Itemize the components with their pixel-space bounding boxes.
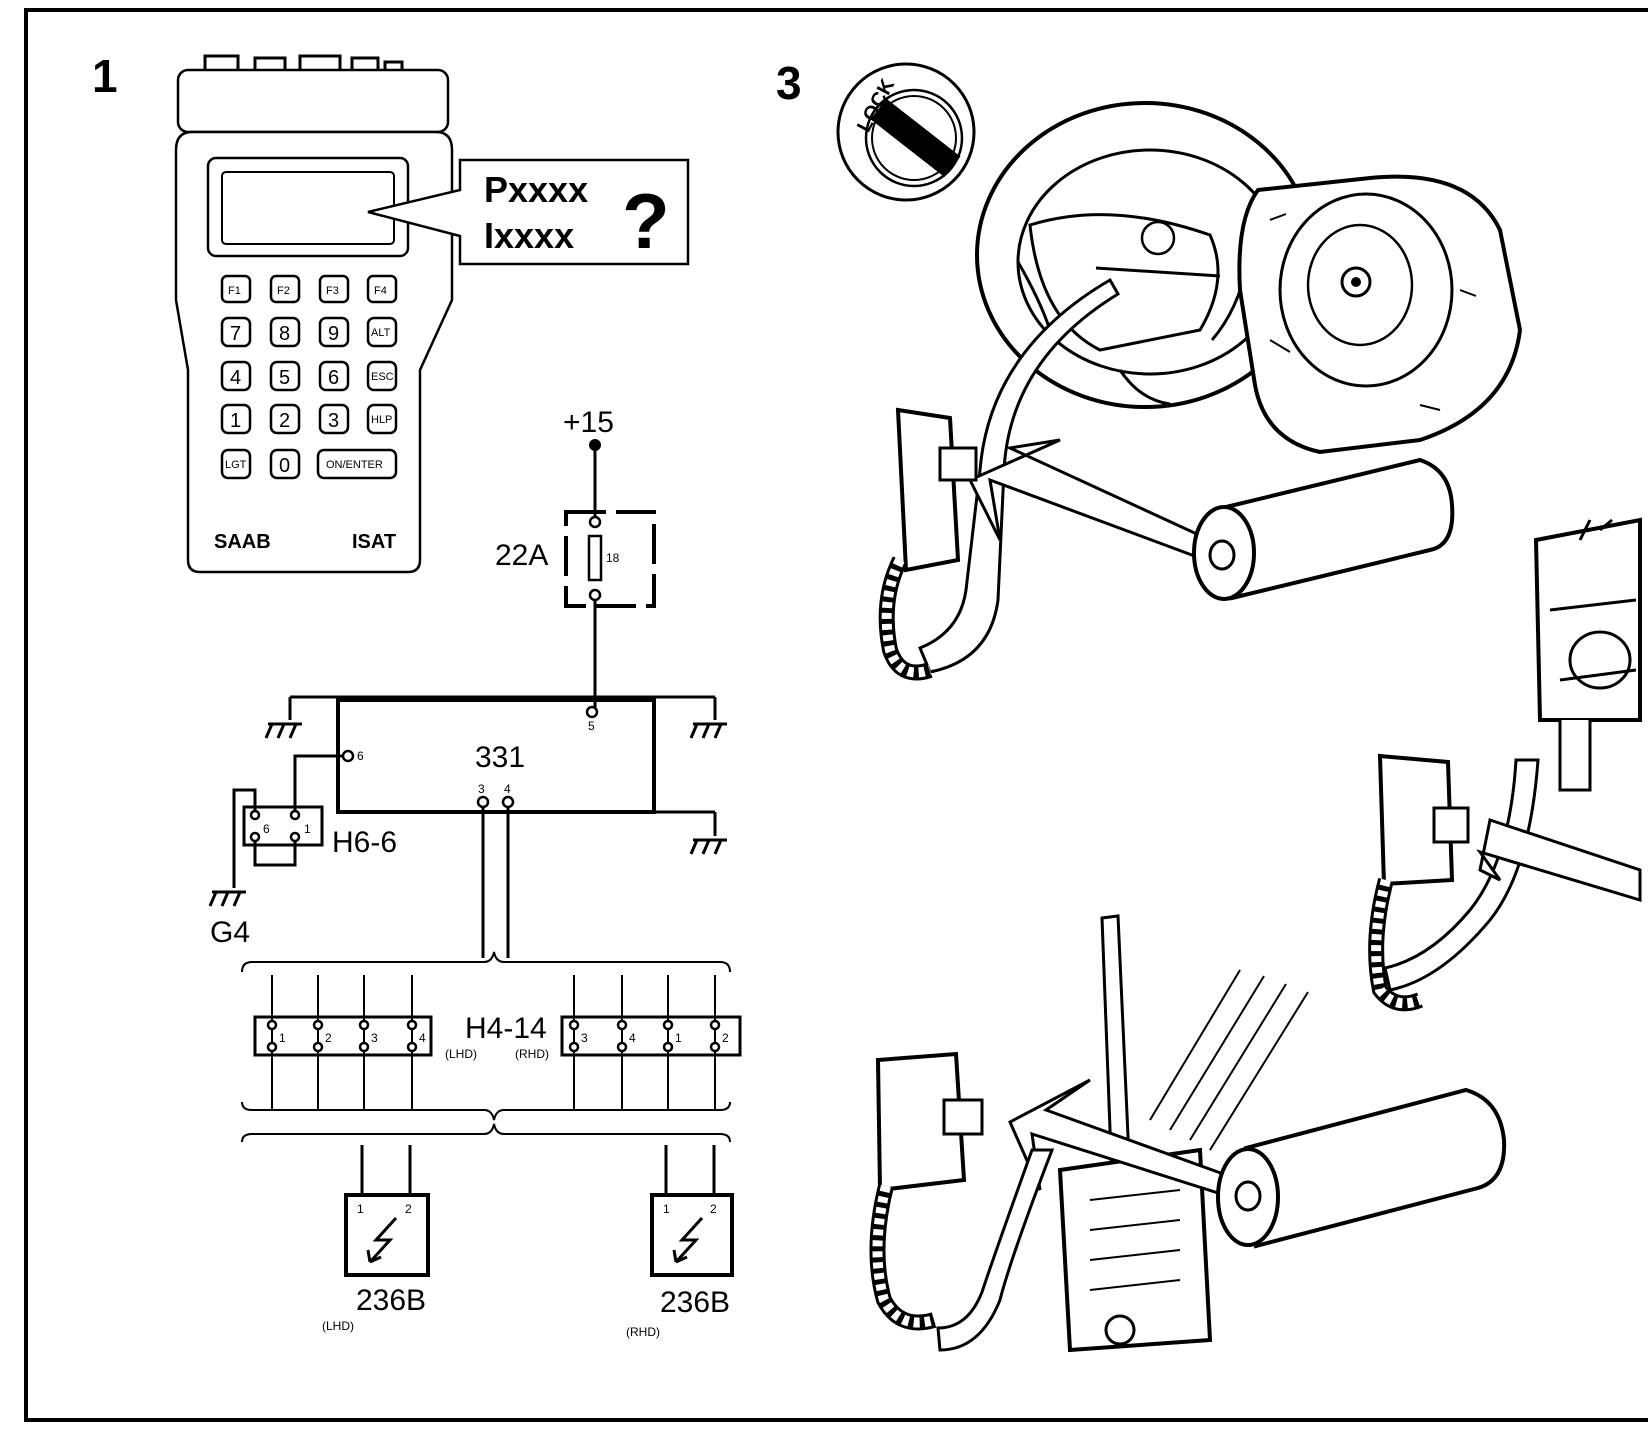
h4-rhd-pin-1: 1 bbox=[675, 1031, 682, 1045]
key-5: 5 bbox=[279, 367, 290, 389]
connector-h4-label: H4-14 bbox=[465, 1012, 547, 1045]
display-callout: Pxxxx Ixxxx ? bbox=[367, 158, 690, 266]
plug-lower bbox=[869, 1051, 984, 1331]
panel-number-1: 1 bbox=[92, 50, 118, 102]
airbag-rhd-box bbox=[650, 1193, 734, 1277]
cylinder-upper bbox=[1192, 457, 1455, 601]
key-9: 9 bbox=[328, 323, 339, 345]
key-3: 3 bbox=[328, 410, 339, 432]
h6-pin-1: 1 bbox=[304, 822, 311, 836]
h4-rhd-pins: 3 4 1 2 bbox=[568, 975, 729, 1110]
airbag-lhd-label: 236B bbox=[356, 1284, 426, 1317]
page-frame bbox=[24, 8, 1648, 1422]
h4-rhd-pin-4: 4 bbox=[629, 1031, 636, 1045]
airbag-lhd-box bbox=[344, 1193, 430, 1277]
module-label: 331 bbox=[475, 741, 525, 774]
key-f2: F2 bbox=[277, 285, 290, 297]
fuse-number: 18 bbox=[606, 551, 620, 565]
h4-lhd-pin-4: 4 bbox=[419, 1031, 426, 1045]
h4-lhd-tag: (LHD) bbox=[445, 1047, 477, 1061]
fuse-box-label: 22A bbox=[495, 539, 548, 572]
key-lgt: LGT bbox=[225, 459, 247, 471]
key-0: 0 bbox=[279, 455, 290, 477]
airbag-lhd-tag: (LHD) bbox=[322, 1319, 354, 1333]
connector-h6-label: H6-6 bbox=[332, 826, 397, 859]
airbag-rhd-pin-1: 1 bbox=[663, 1202, 670, 1216]
key-2: 2 bbox=[279, 410, 290, 432]
supply-label: +15 bbox=[563, 406, 614, 439]
h4-rhd-pin-3: 3 bbox=[581, 1031, 588, 1045]
plug-upper bbox=[878, 407, 978, 681]
key-1: 1 bbox=[230, 410, 241, 432]
display-line-i: Ixxxx bbox=[484, 215, 574, 256]
airbag-lhd-pin-2: 2 bbox=[405, 1202, 412, 1216]
fuse-box bbox=[564, 510, 656, 608]
ignition-lock-icon: LOCK bbox=[836, 62, 976, 202]
question-mark: ? bbox=[622, 177, 670, 265]
module-pin-5: 5 bbox=[588, 719, 595, 733]
key-7: 7 bbox=[230, 323, 241, 345]
display-line-p: Pxxxx bbox=[484, 169, 588, 210]
key-6: 6 bbox=[328, 367, 339, 389]
panel-number-3: 3 bbox=[776, 57, 802, 109]
h4-rhd-pin-2: 2 bbox=[722, 1031, 729, 1045]
steering-column-illustration bbox=[1057, 914, 1309, 1353]
h4-lhd-pins: 1 2 3 4 bbox=[266, 975, 426, 1110]
h4-rhd-tag: (RHD) bbox=[515, 1047, 549, 1061]
h4-lhd-pin-2: 2 bbox=[325, 1031, 332, 1045]
key-f1: F1 bbox=[228, 285, 241, 297]
key-f3: F3 bbox=[326, 285, 339, 297]
tester-keypad: F1 F2 F3 F4 7 8 9 ALT 4 5 6 ESC 1 bbox=[220, 274, 398, 480]
key-on-enter: ON/ENTER bbox=[326, 459, 383, 471]
isat-tester: F1 F2 F3 F4 7 8 9 ALT 4 5 6 ESC 1 bbox=[174, 54, 454, 574]
wiring-schematic: +15 22A 18 331 5 6 3 4 bbox=[208, 406, 742, 1339]
key-alt: ALT bbox=[371, 327, 391, 339]
connector-h6-6 bbox=[242, 805, 324, 847]
airbag-rhd-label: 236B bbox=[660, 1286, 730, 1319]
key-esc: ESC bbox=[371, 371, 394, 383]
module-pin-4: 4 bbox=[504, 782, 511, 796]
connector-h4-rhd bbox=[560, 1015, 742, 1057]
h4-lhd-pin-1: 1 bbox=[279, 1031, 286, 1045]
column-assembly-illustration bbox=[1533, 517, 1642, 792]
cylinder-lower bbox=[1216, 1087, 1507, 1249]
airbag-rhd-pin-2: 2 bbox=[710, 1202, 717, 1216]
ground-label: G4 bbox=[210, 916, 250, 949]
plug-middle bbox=[1368, 753, 1470, 1012]
h4-lhd-pin-3: 3 bbox=[371, 1031, 378, 1045]
airbag-lhd-bolt-icon bbox=[366, 1216, 398, 1264]
airbag-rhd-bolt-icon bbox=[672, 1216, 704, 1264]
key-hlp: HLP bbox=[371, 414, 392, 426]
brand-isat: ISAT bbox=[352, 531, 396, 553]
airbag-rhd-tag: (RHD) bbox=[626, 1325, 660, 1339]
key-8: 8 bbox=[279, 323, 290, 345]
module-pin-3: 3 bbox=[478, 782, 485, 796]
key-f4: F4 bbox=[374, 285, 387, 297]
airbag-module-illustration bbox=[1237, 174, 1523, 455]
module-pin-6: 6 bbox=[357, 749, 364, 763]
h6-pin-6: 6 bbox=[263, 822, 270, 836]
connector-h4-lhd bbox=[253, 1015, 433, 1057]
airbag-lhd-pin-1: 1 bbox=[357, 1202, 364, 1216]
brand-saab: SAAB bbox=[214, 531, 271, 553]
key-4: 4 bbox=[230, 367, 241, 389]
